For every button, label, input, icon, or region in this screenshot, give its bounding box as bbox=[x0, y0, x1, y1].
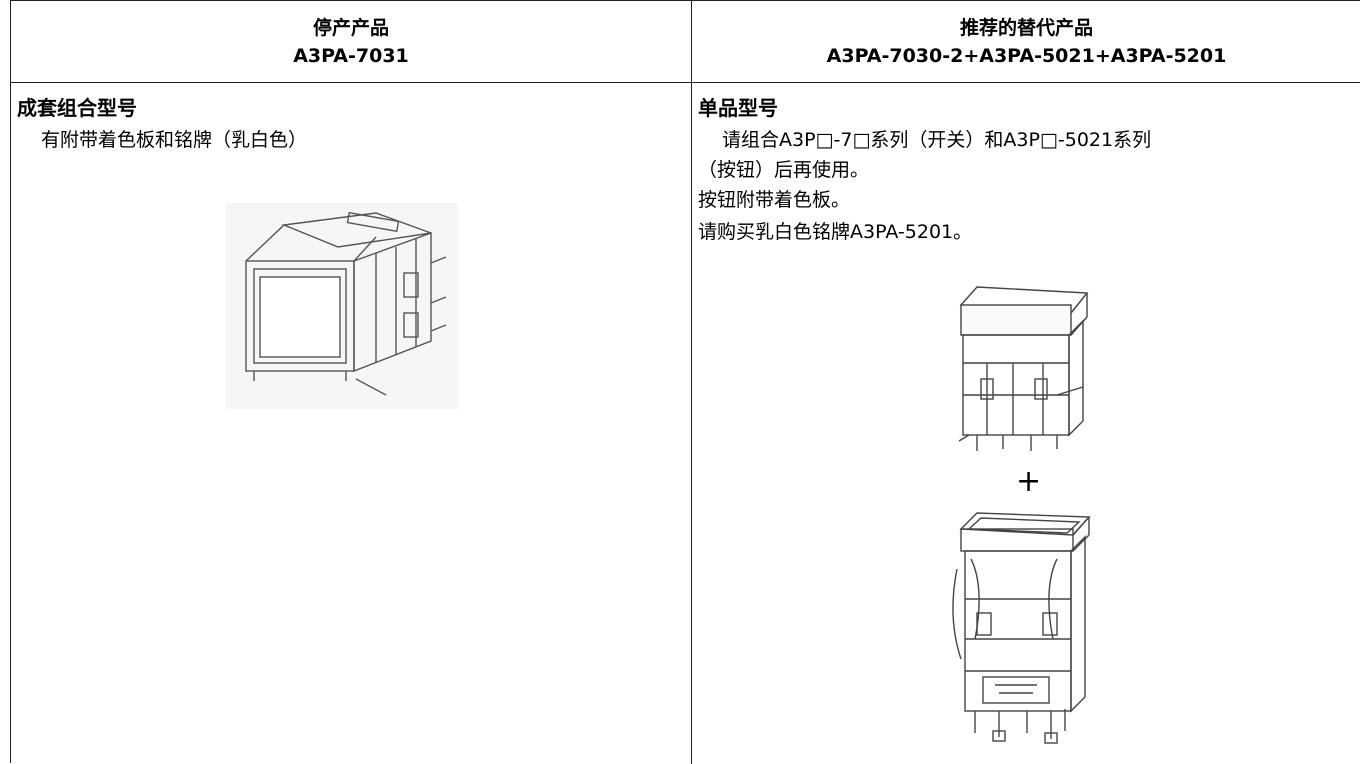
assembled-switch-image bbox=[226, 203, 458, 409]
header-discontinued: 停产产品 A3PA-7031 bbox=[11, 1, 691, 82]
header-replacement-label: 推荐的替代产品 bbox=[959, 16, 1093, 39]
header-replacement: 推荐的替代产品 A3PA-7030-2+A3PA-5021+A3PA-5201 bbox=[692, 1, 1360, 82]
comparison-table: 停产产品 A3PA-7031 推荐的替代产品 A3PA-7030-2+A3PA-… bbox=[10, 0, 1360, 764]
header-discontinued-model: A3PA-7031 bbox=[293, 44, 409, 67]
plus-sign: + bbox=[1016, 464, 1042, 499]
header-replacement-model: A3PA-7030-2+A3PA-5021+A3PA-5201 bbox=[826, 44, 1227, 67]
set-model-description: 有附带着色板和铭牌（乳白色） bbox=[41, 129, 308, 151]
single-model-title: 单品型号 bbox=[698, 96, 778, 120]
instruction-line-2: （按钮）后再使用。 bbox=[698, 159, 870, 181]
column-divider bbox=[691, 1, 692, 764]
cell-replacement: 单品型号 请组合A3P□-7□系列（开关）和A3P□-5021系列 （按钮）后再… bbox=[692, 83, 1360, 764]
header-row-divider bbox=[11, 82, 1360, 83]
instruction-line-1: 请组合A3P□-7□系列（开关）和A3P□-5021系列 bbox=[722, 129, 1152, 151]
set-model-title: 成套组合型号 bbox=[17, 96, 137, 120]
cell-discontinued: 成套组合型号 有附带着色板和铭牌（乳白色） bbox=[11, 83, 691, 764]
switch-unit-image bbox=[958, 286, 1089, 451]
button-unit-image bbox=[952, 512, 1091, 744]
instruction-line-3: 按钮附带着色板。 bbox=[698, 189, 851, 211]
instruction-line-4: 请购买乳白色铭牌A3PA-5201。 bbox=[698, 221, 973, 243]
header-discontinued-label: 停产产品 bbox=[312, 16, 389, 39]
